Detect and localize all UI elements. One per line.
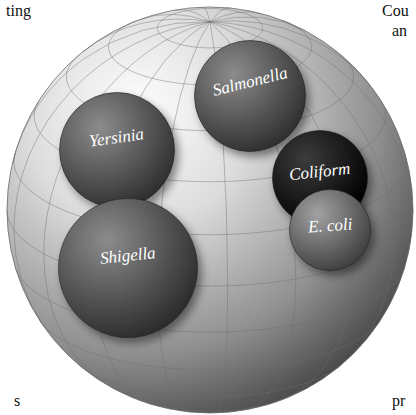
grid-line	[39, 319, 381, 369]
disc-circle	[59, 199, 198, 338]
disc-circle	[290, 190, 371, 271]
disc-circle	[195, 41, 306, 152]
text-fragment: an	[392, 22, 407, 40]
bacteria-disc: Salmonella	[194, 40, 306, 152]
bacteria-disc: Yersinia	[59, 92, 175, 208]
grid-line	[203, 7, 210, 22]
text-fragment: Cou	[382, 2, 409, 20]
disc-circle	[60, 93, 175, 208]
grid-line	[210, 8, 230, 22]
bacteria-disc: E. coli	[289, 189, 371, 271]
bacteria-disc: Shigella	[58, 198, 198, 338]
disc-shape	[194, 40, 306, 152]
text-fragment: pr	[392, 392, 405, 410]
text-fragment: s	[14, 392, 20, 410]
globe-grid	[7, 7, 413, 413]
text-fragment: ting	[6, 2, 31, 20]
organism-label: E. coli	[307, 215, 353, 237]
globe-outline	[7, 7, 413, 413]
grid-line	[44, 22, 210, 389]
disc-shape	[58, 198, 198, 338]
grid-line	[210, 22, 296, 410]
disc-shape	[59, 92, 175, 208]
grid-line	[138, 400, 283, 411]
globe-sphere	[7, 7, 413, 413]
